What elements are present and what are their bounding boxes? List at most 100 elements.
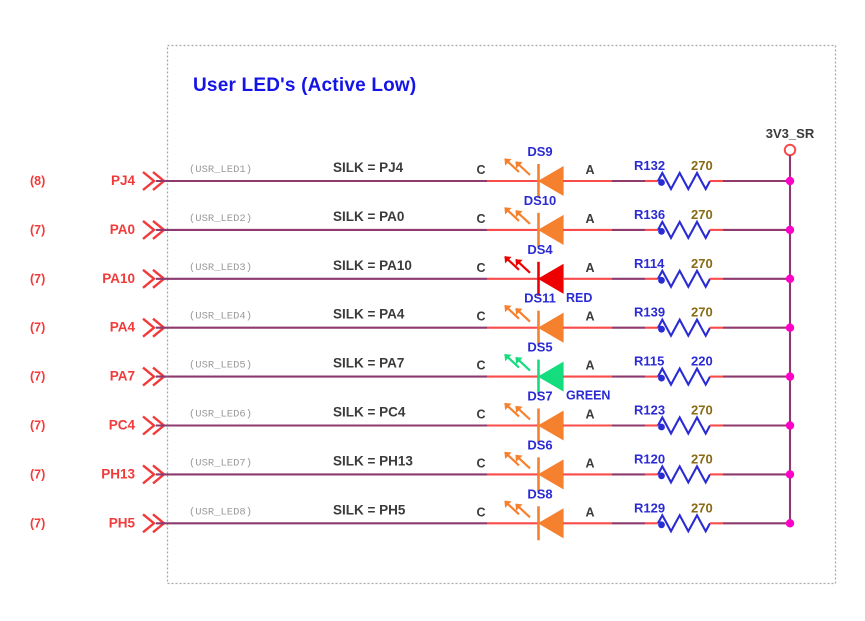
off-page-port-PJ4[interactable]: (8)PJ4 <box>30 171 166 191</box>
resistor-symbol-R136[interactable] <box>657 219 711 241</box>
resistor-refdes: R114 <box>634 256 665 271</box>
silk-label: SILK = PH13 <box>333 453 413 468</box>
anode-pin-label: A <box>585 456 594 470</box>
port-page-ref: (7) <box>30 419 45 433</box>
resistor-pin1-dot <box>658 423 665 431</box>
led-emission-arrowhead <box>504 158 512 166</box>
off-page-connector-icon <box>142 317 156 338</box>
power-port-circle-icon <box>783 143 797 157</box>
led-triangle <box>537 410 564 441</box>
resistor-symbol-R139[interactable] <box>657 317 711 338</box>
resistor-refdes: R136 <box>634 207 665 222</box>
led-refdes: DS8 <box>527 486 552 501</box>
net-name-label: (USR_LED6) <box>189 409 252 421</box>
led-symbol-DS10[interactable] <box>504 207 564 247</box>
led-refdes: DS11 <box>524 291 556 306</box>
rail-junction-dot <box>785 470 795 479</box>
rail-junction-dot <box>785 176 795 186</box>
resistor-pin1-dot <box>658 276 665 284</box>
port-label: PC4 <box>109 418 136 433</box>
led-emission-arrowhead <box>504 402 512 411</box>
port-label: PA0 <box>110 222 135 237</box>
cathode-pin-label: C <box>476 505 485 519</box>
led-symbol-DS8[interactable] <box>504 500 564 541</box>
led-emission-arrowhead <box>504 207 512 215</box>
port-label: PA4 <box>110 320 136 335</box>
port-page-ref: (7) <box>30 516 45 530</box>
resistor-value: 270 <box>691 207 713 222</box>
off-page-port-PA4[interactable]: (7)PA4 <box>30 317 166 338</box>
resistor-value: 270 <box>691 451 713 466</box>
resistor-zigzag <box>657 513 711 534</box>
led-triangle <box>537 312 564 343</box>
resistor-value: 270 <box>691 500 713 515</box>
off-page-connector-icon <box>142 415 156 436</box>
resistor-symbol-R132[interactable] <box>657 170 711 192</box>
led-symbol-DS11[interactable] <box>504 304 564 345</box>
resistor-symbol-R115[interactable] <box>657 366 711 387</box>
off-page-port-PA10[interactable]: (7)PA10 <box>30 268 166 289</box>
off-page-connector-icon <box>142 464 156 485</box>
led-emission-arrowhead <box>504 256 512 264</box>
cathode-pin-label: C <box>476 310 485 324</box>
led-emission-arrowhead <box>515 308 523 316</box>
rail-junction-dot <box>785 225 795 235</box>
anode-pin-label: A <box>585 505 594 519</box>
cathode-pin-label: C <box>476 359 485 373</box>
silk-label: SILK = PH5 <box>333 502 406 517</box>
led-emission-arrowhead <box>515 405 523 414</box>
silk-label: SILK = PA10 <box>333 258 412 273</box>
rail-junction-dot <box>785 421 795 430</box>
resistor-zigzag <box>657 415 711 436</box>
off-page-port-PA0[interactable]: (7) PA0 <box>30 219 166 240</box>
resistor-symbol-R123[interactable] <box>657 415 711 436</box>
off-page-port-PH5[interactable]: (7) PH5 <box>30 513 166 534</box>
led-symbol-DS4[interactable] <box>504 255 564 296</box>
off-page-port-PH13[interactable]: (7)PH13 <box>30 464 166 485</box>
rail-junction-dot <box>785 323 795 332</box>
resistor-zigzag <box>657 170 711 192</box>
resistor-zigzag <box>657 317 711 338</box>
power-port-3v3-sr[interactable]: 3V3_SR <box>766 126 815 181</box>
led-emission-arrowhead <box>515 454 523 463</box>
port-page-ref: (8) <box>30 174 45 188</box>
led-color-label: GREEN <box>566 389 610 403</box>
led-triangle <box>537 165 564 197</box>
anode-pin-label: A <box>585 261 594 275</box>
resistor-symbol-R114[interactable] <box>657 268 711 290</box>
resistor-zigzag <box>657 464 711 485</box>
port-page-ref: (7) <box>30 223 45 237</box>
led-triangle <box>537 214 564 245</box>
led-emission-arrowhead <box>515 210 523 218</box>
cathode-pin-label: C <box>476 408 485 422</box>
led-refdes: DS10 <box>524 193 557 208</box>
cathode-pin-label: C <box>476 212 485 226</box>
led-refdes: DS4 <box>527 242 553 257</box>
off-page-port-PC4[interactable]: (7) PC4 <box>30 415 166 436</box>
led-triangle <box>537 508 564 539</box>
off-page-connector-icon <box>142 513 156 534</box>
led-symbol-DS9[interactable] <box>504 158 564 198</box>
port-label: PH13 <box>101 466 135 481</box>
led-emission-arrowhead <box>504 305 512 313</box>
resistor-refdes: R123 <box>634 403 665 418</box>
led-triangle <box>537 263 564 294</box>
resistor-value: 270 <box>691 305 713 320</box>
off-page-port-PA7[interactable]: (7)PA7 <box>30 366 166 387</box>
page-title: User LED's (Active Low) <box>193 75 416 96</box>
off-page-connector-icon <box>142 268 156 289</box>
led-triangle <box>537 459 564 490</box>
resistor-pin1-dot <box>658 228 665 235</box>
led-emission-arrowhead <box>515 259 523 267</box>
port-page-ref: (7) <box>30 370 45 384</box>
resistor-symbol-R120[interactable] <box>657 464 711 485</box>
resistor-symbol-R129[interactable] <box>657 513 711 534</box>
anode-pin-label: A <box>585 212 594 226</box>
port-label: PH5 <box>109 515 136 530</box>
